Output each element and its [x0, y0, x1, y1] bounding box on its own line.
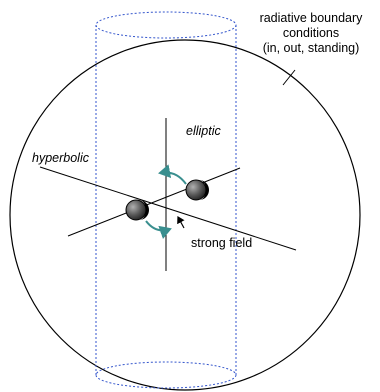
strong-field-pointer	[177, 215, 185, 229]
body-right	[185, 179, 207, 201]
boundary-line-2: conditions	[282, 26, 340, 40]
cylinder-bottom	[95, 361, 237, 389]
hyperbolic-label: hyperbolic	[32, 151, 89, 165]
body-right-shadow	[199, 180, 209, 200]
elliptic-axis	[67, 167, 241, 237]
boundary-line-1: radiative boundary	[259, 11, 363, 25]
lower-orbit-arrow	[145, 220, 172, 239]
outer-sphere	[9, 39, 361, 391]
boundary-conditions-label: radiative boundary conditions (in, out, …	[247, 11, 375, 56]
cylinder-top	[95, 11, 237, 39]
boundary-pointer	[282, 69, 296, 86]
body-left	[125, 199, 147, 221]
elliptic-label: elliptic	[186, 124, 221, 138]
boundary-line-3: (in, out, standing)	[262, 41, 360, 55]
upper-orbit-arrow	[158, 164, 187, 185]
hyperbolic-axis	[39, 166, 297, 251]
strong-field-label: strong field	[191, 236, 253, 250]
body-left-shadow	[139, 200, 149, 220]
